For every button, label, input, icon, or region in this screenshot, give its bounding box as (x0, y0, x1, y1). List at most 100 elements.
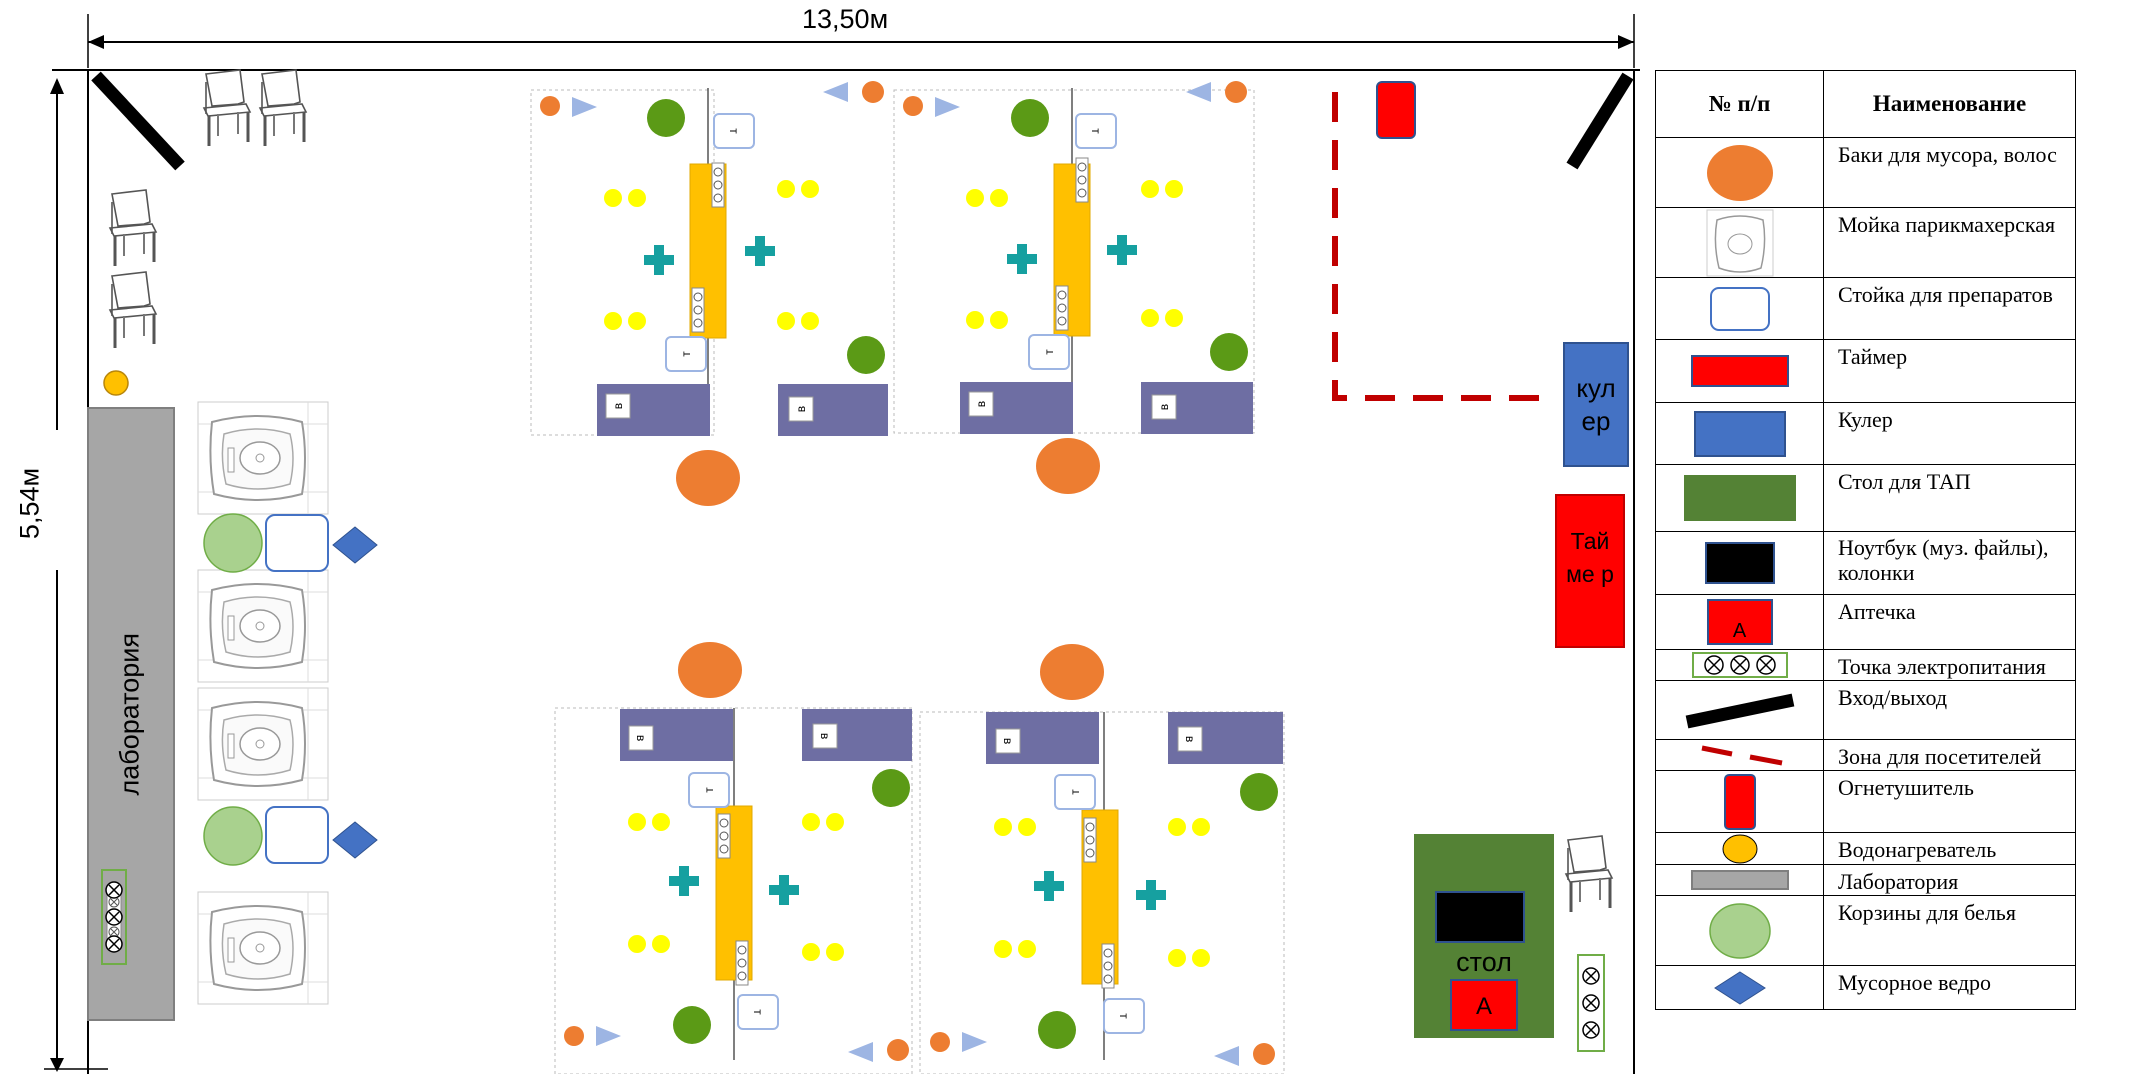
product-rack-icon (265, 806, 329, 864)
workstation-bottom-2 (919, 711, 1285, 1074)
sink-mark: в (974, 401, 988, 407)
timer-box (1555, 494, 1625, 648)
hair-wash-sink-icon (197, 569, 329, 683)
first-aid-icon: А (1706, 599, 1773, 645)
product-rack-icon (265, 514, 329, 572)
legend-row: Огнетушитель (1655, 770, 2076, 833)
power-outlet-icon (1691, 652, 1788, 678)
trash-bin-icon (678, 642, 742, 698)
timer-label: Тай ме р (1566, 528, 1614, 588)
chair-icon (258, 68, 308, 148)
chair-icon (108, 188, 158, 268)
tap-table-icon (1683, 475, 1796, 521)
legend-name: Корзины для белья (1823, 895, 2076, 966)
legend-row: Мусорное ведро (1655, 965, 2076, 1010)
product-rack-mark: т (751, 1009, 765, 1015)
power-outlet-icon (1582, 967, 1600, 1039)
laptop-icon (1704, 542, 1775, 584)
height-dimension (44, 78, 108, 1072)
legend-row: Вход/выход (1655, 680, 2076, 740)
first-aid-box (1450, 979, 1518, 1031)
legend-header-number: № п/п (1655, 70, 1824, 138)
trash-bin-icon (676, 450, 740, 506)
legend-row: А Аптечка (1655, 594, 2076, 650)
sink-mark: в (634, 735, 648, 741)
product-rack-mark: т (727, 128, 741, 134)
sink-mark: в (1001, 738, 1015, 744)
legend-name: Зона для посетителей (1823, 739, 2076, 771)
legend-name: Кулер (1823, 402, 2076, 465)
plan-drawing: т т т т т т т т в в в в в в в в (44, 14, 1640, 1074)
sink-mark: в (794, 406, 808, 412)
waste-bucket-icon (332, 526, 378, 564)
laundry-basket-icon (1708, 902, 1771, 959)
legend-row: Стол для ТАП (1655, 464, 2076, 532)
sink-mark: в (1183, 736, 1197, 742)
legend-row: Лаборатория (1655, 864, 2076, 896)
waste-bucket-icon (332, 821, 378, 859)
chair-icon (1564, 834, 1614, 914)
legend-name: Вход/выход (1823, 680, 2076, 740)
laundry-basket-icon (203, 513, 263, 573)
legend-row: Стойка для препаратов (1655, 277, 2076, 340)
legend-row: Ноутбук (муз. файлы), колонки (1655, 531, 2076, 595)
legend-name: Водонагреватель (1823, 832, 2076, 865)
legend-row: Зона для посетителей (1655, 739, 2076, 771)
width-dimension-label: 13,50м (802, 4, 889, 34)
timer-icon (1690, 355, 1789, 387)
sink-mark: в (1157, 404, 1171, 410)
legend-row: Водонагреватель (1655, 832, 2076, 865)
legend-name: Мусорное ведро (1823, 965, 2076, 1010)
hair-wash-sink-icon (197, 891, 329, 1005)
hair-wash-sink-icon (197, 687, 329, 801)
legend-name: Огнетушитель (1823, 770, 2076, 833)
legend-name: Мойка парикмахерская (1823, 207, 2076, 278)
sink-mark: в (818, 733, 832, 739)
visitor-zone-icon (1332, 92, 1548, 401)
water-heater-icon (103, 370, 129, 396)
cooler-box (1563, 342, 1629, 467)
cooler-label: кул ер (1576, 373, 1616, 436)
trash-bin-icon (1040, 644, 1104, 700)
width-dimension (87, 14, 1635, 68)
visitor-zone-icon (1701, 745, 1782, 766)
entrance-icon (1685, 693, 1794, 729)
legend-name: Точка электропитания (1823, 649, 2076, 681)
product-rack-mark: т (1117, 1013, 1131, 1019)
legend-row: Таймер (1655, 339, 2076, 403)
legend-row: Кулер (1655, 402, 2076, 465)
hair-wash-sink-icon (1706, 209, 1773, 276)
workstation-top-1 (530, 81, 888, 436)
legend-row: Корзины для белья (1655, 895, 2076, 966)
product-rack-mark: т (1042, 349, 1056, 355)
product-rack-mark: т (679, 351, 693, 357)
entrance-right-icon[interactable] (1566, 72, 1634, 170)
first-aid-icon-mark: А (1732, 620, 1747, 642)
legend-name: Стойка для препаратов (1823, 277, 2076, 340)
trash-bin-icon (1036, 438, 1100, 494)
fire-extinguisher-icon[interactable] (1376, 81, 1416, 139)
workstation-top-2 (893, 81, 1255, 434)
legend-table: № п/п Наименование Баки для мусора, воло… (1655, 70, 2076, 1010)
first-aid-mark: А (1475, 993, 1492, 1020)
workstation-bottom-1 (554, 707, 913, 1074)
chair-icon (108, 270, 158, 350)
cooler-icon (1693, 410, 1786, 457)
legend-row: Мойка парикмахерская (1655, 207, 2076, 278)
legend-name: Ноутбук (муз. файлы), колонки (1823, 531, 2076, 595)
product-rack-mark: т (1089, 128, 1103, 134)
sink-mark: в (611, 403, 625, 409)
table-label: стол (1456, 947, 1512, 977)
product-rack-mark: т (702, 787, 716, 793)
product-rack-icon (1709, 286, 1770, 331)
product-rack-mark: т (1068, 789, 1082, 795)
entrance-left-icon[interactable] (91, 71, 185, 171)
legend-row: Точка электропитания (1655, 649, 2076, 681)
legend-name: Таймер (1823, 339, 2076, 403)
legend-name: Баки для мусора, волос (1823, 137, 2076, 208)
legend-header-row: № п/п Наименование (1655, 70, 2076, 138)
laboratory-icon (1690, 870, 1789, 890)
fire-extinguisher-icon (1723, 773, 1756, 830)
legend-name: Стол для ТАП (1823, 464, 2076, 532)
